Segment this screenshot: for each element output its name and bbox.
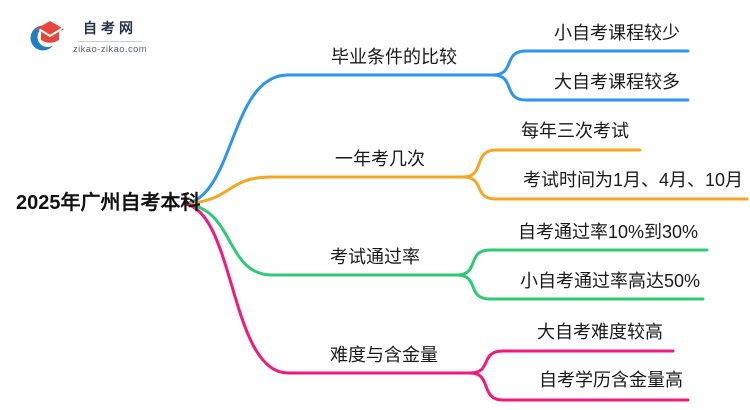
edge-branch-2-child-1 [461, 148, 642, 179]
edge-branch-4-child-1 [468, 349, 675, 375]
logo-text: 自考网 zikao-zikao.com [73, 18, 147, 55]
branch-3-child-1: 自考通过率10%到30% [518, 222, 699, 242]
branch-1-child-2: 大自考课程较多 [554, 72, 680, 92]
branch-4-label: 难度与含金量 [330, 345, 438, 365]
logo-domain: zikao-zikao.com [73, 43, 148, 55]
branch-2-label: 一年考几次 [335, 149, 425, 169]
branch-2-child-2: 考试时间为1月、4月、10月 [523, 170, 744, 190]
edge-branch-4-child-2 [468, 371, 690, 402]
branch-3-label: 考试通过率 [330, 247, 420, 267]
logo-title: 自考网 [83, 19, 138, 36]
graduation-cap-icon [30, 21, 64, 51]
edge-branch-2-child-2 [461, 175, 749, 201]
logo-divider [78, 40, 143, 42]
edge-branch-2 [183, 175, 465, 206]
root-node-label: 2025年广州自考本科 [16, 192, 201, 214]
edge-branch-1 [183, 73, 495, 206]
branch-4-child-1: 大自考难度较高 [537, 322, 663, 342]
edge-branch-3-child-2 [455, 273, 705, 301]
edge-branch-4 [183, 202, 472, 375]
site-logo: 自考网 zikao-zikao.com [30, 17, 147, 55]
branch-3-child-2: 小自考通过率高达50% [520, 271, 701, 291]
branch-1-label: 毕业条件的比较 [331, 47, 457, 67]
branch-2-child-1: 每年三次考试 [521, 121, 629, 141]
edge-branch-1-child-1 [491, 49, 690, 77]
branch-4-child-2: 自考学历含金量高 [539, 370, 683, 390]
edge-branch-1-child-2 [491, 73, 690, 102]
edge-branch-3 [183, 202, 459, 277]
edge-branch-3-child-1 [455, 248, 709, 277]
branch-1-child-1: 小自考课程较少 [554, 23, 680, 43]
